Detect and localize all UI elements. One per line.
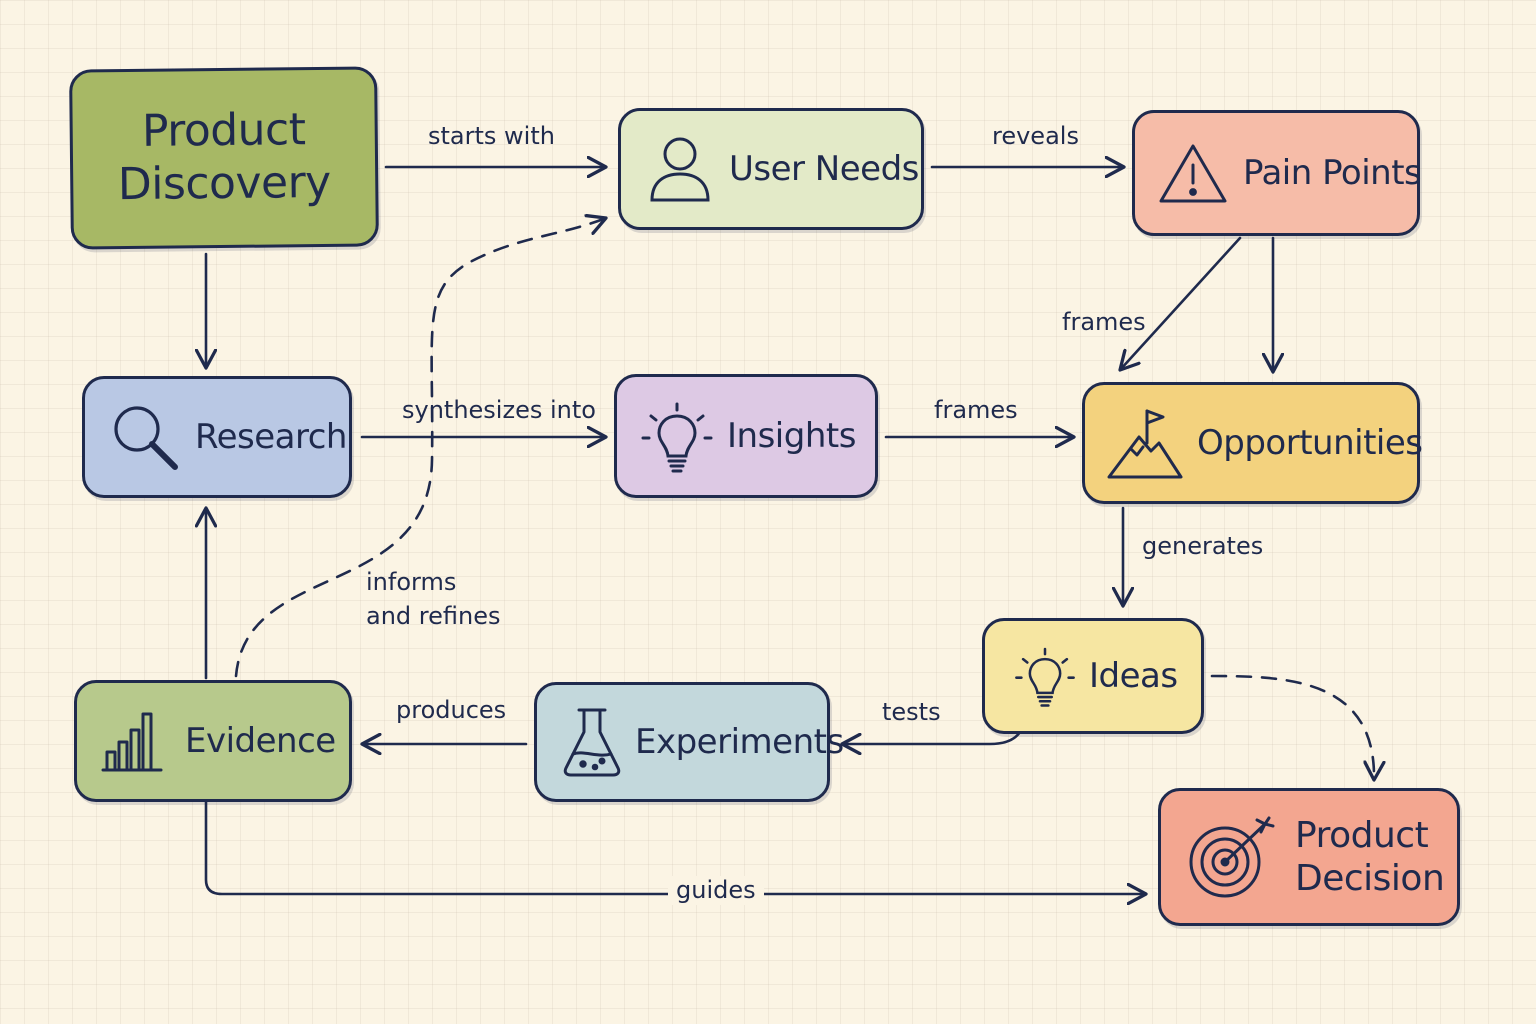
edge-label-reveals: reveals [992, 122, 1079, 150]
edge-ideas-decision [1210, 674, 1374, 780]
edge-label-produces: produces [396, 696, 507, 724]
node-label-evidence: Evidence [185, 720, 336, 761]
edge-label-starts-with: starts with [428, 122, 555, 150]
edge-guides [204, 800, 1146, 894]
node-label-product-decision: Product Decision [1295, 814, 1445, 899]
edge-label-guides: guides [668, 876, 764, 905]
node-experiments[interactable]: Experiments [534, 682, 844, 802]
edge-label-tests: tests [882, 698, 941, 726]
node-user-needs[interactable]: User Needs [618, 108, 924, 230]
bar-chart-icon [101, 708, 163, 774]
node-insights[interactable]: Insights [614, 374, 878, 498]
lightbulb-icon [639, 398, 715, 474]
edge-label-frames-pain: frames [1062, 308, 1146, 336]
node-opportunities[interactable]: Opportunities [1082, 382, 1423, 504]
node-label-ideas: Ideas [1089, 655, 1178, 696]
node-label-product-discovery: Product Discovery [117, 104, 331, 211]
node-product-discovery[interactable]: Product Discovery [69, 66, 379, 250]
node-ideas[interactable]: Ideas [982, 618, 1204, 734]
edge-label-generates: generates [1142, 532, 1264, 560]
magnifier-icon [109, 401, 181, 473]
edge-label-frames-insights: frames [934, 396, 1018, 424]
node-label-research: Research [195, 416, 347, 457]
node-label-insights: Insights [727, 415, 856, 456]
edge-tests [842, 730, 1022, 744]
target-icon [1185, 814, 1281, 900]
user-icon [647, 132, 713, 206]
node-research[interactable]: Research [82, 376, 352, 498]
edge-frames-pain-diagonal [1120, 236, 1242, 370]
node-label-opportunities: Opportunities [1197, 422, 1423, 463]
edge-informs-and-refines [234, 218, 606, 678]
edge-label-synthesizes-into: synthesizes into [402, 396, 596, 424]
flask-icon [561, 706, 623, 778]
node-evidence[interactable]: Evidence [74, 680, 352, 802]
node-label-pain-points: Pain Points [1243, 152, 1422, 193]
lightbulb-icon [1013, 638, 1077, 714]
edge-label-informs-and-refines: informs and refines [366, 568, 501, 630]
node-product-decision[interactable]: Product Decision [1158, 788, 1460, 926]
node-label-user-needs: User Needs [729, 148, 919, 189]
node-label-experiments: Experiments [635, 721, 844, 762]
mountain-flag-icon [1105, 405, 1185, 481]
node-pain-points[interactable]: Pain Points [1132, 110, 1422, 236]
warning-icon [1157, 141, 1229, 205]
